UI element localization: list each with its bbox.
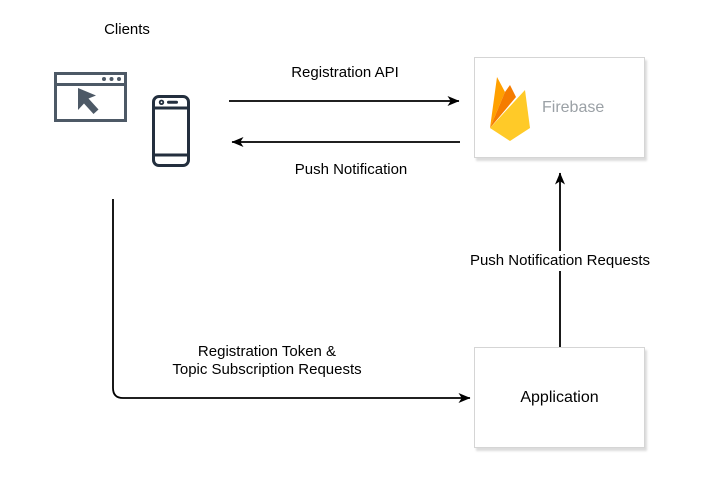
push-notification-label: Push Notification [294,161,408,178]
application-node: Application [474,347,645,448]
firebase-logo-icon [490,76,530,141]
browser-window-icon [54,72,127,122]
registration-token-label: Registration Token & Topic Subscription … [172,343,361,379]
firebase-node: Firebase [474,57,645,158]
smartphone-icon [152,95,190,167]
firebase-node-label: Firebase [542,98,605,116]
registration-api-label: Registration API [291,64,399,81]
application-node-label: Application [520,388,599,406]
clients-label: Clients [104,21,150,38]
cursor-icon [78,88,99,114]
registration-token-arrow [112,199,471,403]
push-notification-requests-label: Push Notification Requests [465,251,655,271]
registration-token-label-line2: Topic Subscription Requests [172,361,362,378]
registration-token-label-line1: Registration Token & [197,343,337,360]
